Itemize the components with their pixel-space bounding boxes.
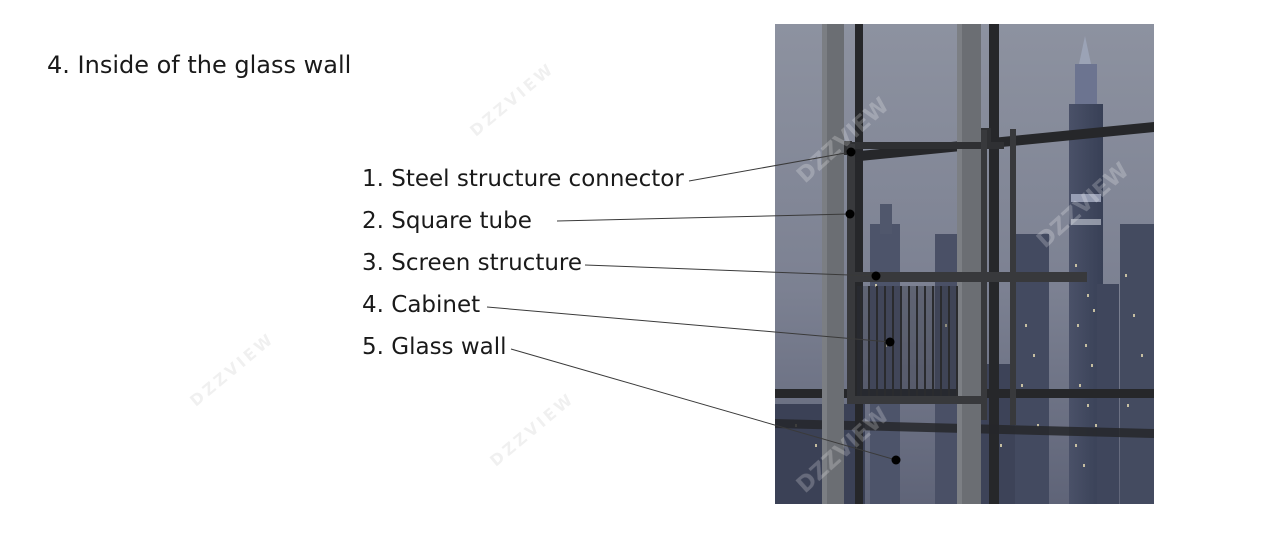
page-watermark: DZZVIEW <box>466 58 559 141</box>
page-watermark: DZZVIEW <box>186 328 279 411</box>
label-steel-structure-connector: 1. Steel structure connector <box>362 166 684 192</box>
label-cabinet: 4. Cabinet <box>362 292 481 318</box>
label-glass-wall: 5. Glass wall <box>362 334 507 360</box>
label-square-tube: 2. Square tube <box>362 208 532 234</box>
glass-wall-photo: DZZVIEW DZZVIEW DZZVIEW <box>775 24 1154 504</box>
city-skyline <box>775 36 1154 504</box>
page-heading: 4. Inside of the glass wall <box>47 51 352 79</box>
label-screen-structure: 3. Screen structure <box>362 250 583 276</box>
page-watermark: DZZVIEW <box>486 388 579 471</box>
led-cabinet <box>857 286 958 396</box>
